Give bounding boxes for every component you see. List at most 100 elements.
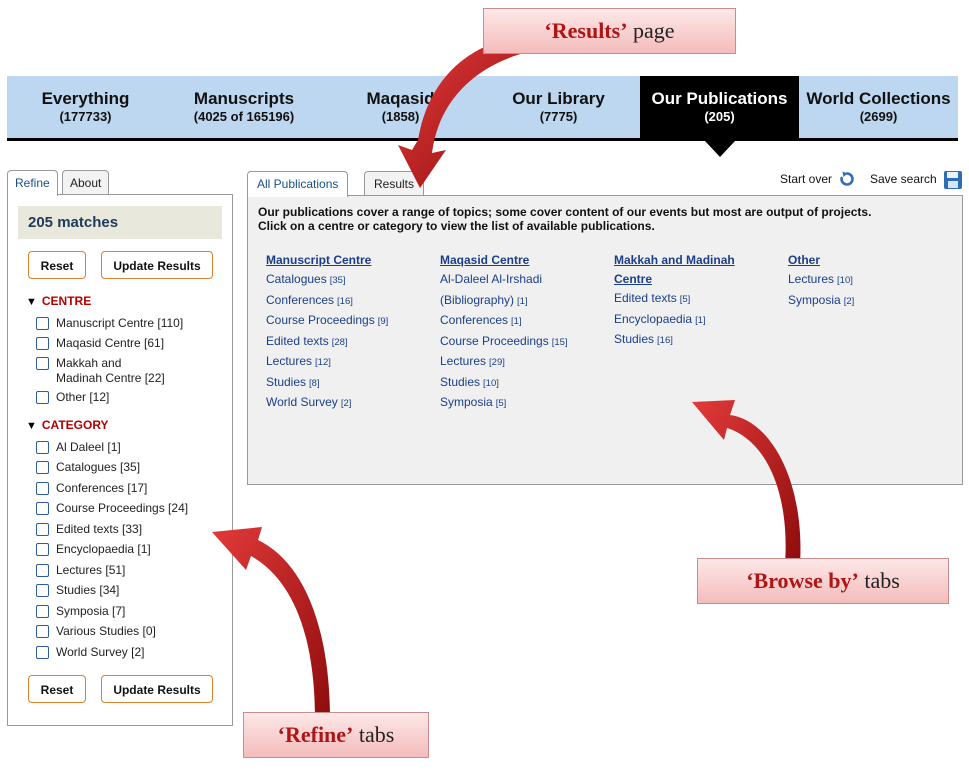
nav-tab-manuscripts[interactable]: Manuscripts (4025 of 165196) <box>164 76 324 138</box>
filter-label: Symposia [7] <box>56 604 126 618</box>
checkbox[interactable] <box>36 584 49 597</box>
nav-tab-our-library[interactable]: Our Library (7775) <box>477 76 640 138</box>
centre-filter[interactable]: Makkah and Madinah Centre [22] <box>36 356 166 386</box>
category-link[interactable]: (Bibliography)[1] <box>440 292 528 307</box>
tab-refine[interactable]: Refine <box>7 170 58 196</box>
start-over-link[interactable]: Start over <box>780 172 833 186</box>
category-filter[interactable]: Encyclopaedia [1] <box>36 542 226 557</box>
category-link[interactable]: Al-Daleel Al-Irshadi <box>440 272 543 286</box>
centre-heading-link[interactable]: Other <box>788 253 821 267</box>
category-filter[interactable]: Conferences [17] <box>36 481 226 496</box>
filter-label: Manuscript Centre [110] <box>56 316 184 330</box>
category-link[interactable]: Lectures[10] <box>788 272 853 286</box>
reset-button[interactable]: Reset <box>28 675 86 703</box>
filter-label: Conferences [17] <box>56 481 148 495</box>
category-link[interactable]: Edited texts[28] <box>266 333 348 348</box>
checkbox[interactable] <box>36 337 49 350</box>
top-navigation: Everything (177733) Manuscripts (4025 of… <box>7 76 958 157</box>
category-filter[interactable]: Catalogues [35] <box>36 460 226 475</box>
category-link[interactable]: Symposia[2] <box>788 292 855 307</box>
category-link[interactable]: Catalogues[35] <box>266 272 346 286</box>
filter-label: Encyclopaedia [1] <box>56 542 151 556</box>
browse-column-other: Other Lectures[10] Symposia[2] <box>788 251 938 311</box>
filter-label: Makkah and Madinah Centre [22] <box>56 356 165 385</box>
refine-panel: 205 matches Reset Update Results ▼ CENTRE… <box>7 194 233 726</box>
update-results-button[interactable]: Update Results <box>101 675 213 703</box>
checkbox[interactable] <box>36 502 49 515</box>
checkbox[interactable] <box>36 357 49 370</box>
nav-tab-count: (7775) <box>539 109 578 124</box>
category-heading-label: CATEGORY <box>41 418 109 432</box>
category-filter[interactable]: Lectures [51] <box>36 563 226 578</box>
category-filter[interactable]: Al Daleel [1] <box>36 440 226 455</box>
nav-tab-our-publications[interactable]: Our Publications (205) <box>640 76 799 157</box>
checkbox[interactable] <box>36 543 49 556</box>
browse-by-tabs-callout: ‘Browse by’ tabs <box>697 558 949 604</box>
checkbox[interactable] <box>36 523 49 536</box>
category-link[interactable]: Edited texts[5] <box>614 291 691 305</box>
category-link[interactable]: Lectures[29] <box>440 354 505 368</box>
category-link[interactable]: Symposia[5] <box>440 395 507 409</box>
reset-button[interactable]: Reset <box>28 251 86 279</box>
intro-line-2: Click on a centre or category to view th… <box>258 219 655 233</box>
category-link[interactable]: Course Proceedings[9] <box>266 313 389 327</box>
category-heading[interactable]: ▼ CATEGORY <box>26 418 109 432</box>
filter-label: Course Proceedings [24] <box>56 501 189 515</box>
refresh-icon[interactable] <box>838 170 856 188</box>
centre-heading-link[interactable]: Makkah and Madinah Centre <box>614 253 735 286</box>
category-filter[interactable]: Various Studies [0] <box>36 624 226 639</box>
nav-tab-title: Everything <box>41 89 130 108</box>
tab-about[interactable]: About <box>62 170 110 195</box>
centre-heading-link[interactable]: Manuscript Centre <box>266 253 372 267</box>
category-link[interactable]: Course Proceedings[15] <box>440 333 568 348</box>
collapse-triangle-icon: ▼ <box>26 296 37 308</box>
nav-tab-everything[interactable]: Everything (177733) <box>7 76 164 138</box>
category-link[interactable]: World Survey[2] <box>266 395 352 409</box>
checkbox[interactable] <box>36 646 49 659</box>
category-link[interactable]: Studies[10] <box>440 374 499 389</box>
category-filter[interactable]: Studies [34] <box>36 583 226 598</box>
category-filter[interactable]: World Survey [2] <box>36 645 226 660</box>
arrow-to-results-tab <box>398 34 548 188</box>
tab-all-publications[interactable]: All Publications <box>247 171 349 197</box>
arrow-to-browse-columns <box>692 400 801 565</box>
checkbox[interactable] <box>36 605 49 618</box>
filter-label: Al Daleel [1] <box>56 440 121 454</box>
category-link[interactable]: Studies[8] <box>266 374 320 389</box>
nav-tab-count: (1858) <box>381 109 420 124</box>
centre-heading[interactable]: ▼ CENTRE <box>26 294 91 308</box>
category-filter[interactable]: Symposia [7] <box>36 604 226 619</box>
centre-heading-link[interactable]: Maqasid Centre <box>440 253 530 267</box>
publications-panel: Our publications cover a range of topics… <box>247 195 963 485</box>
collapse-triangle-icon: ▼ <box>26 420 37 432</box>
category-link[interactable]: Conferences[16] <box>266 292 353 307</box>
centre-heading-label: CENTRE <box>41 294 92 308</box>
checkbox[interactable] <box>36 625 49 638</box>
floppy-disk-icon[interactable] <box>943 170 963 190</box>
save-search-link[interactable]: Save search <box>870 172 937 186</box>
checkbox[interactable] <box>36 317 49 330</box>
matches-count: 205 matches <box>18 206 222 239</box>
nav-tab-title: Maqasid <box>366 89 435 108</box>
category-filter[interactable]: Edited texts [33] <box>36 522 226 537</box>
checkbox[interactable] <box>36 482 49 495</box>
nav-tab-title: Our Publications <box>651 89 788 108</box>
browse-column-manuscript-centre: Manuscript Centre Catalogues[35] Confere… <box>266 251 426 414</box>
nav-tab-maqasid[interactable]: Maqasid (1858) <box>324 76 477 138</box>
results-page-callout: ‘Results’ page <box>483 8 736 54</box>
category-link[interactable]: Studies[16] <box>614 332 673 346</box>
tab-results[interactable]: Results <box>364 171 425 196</box>
checkbox[interactable] <box>36 391 49 404</box>
nav-tab-world-collections[interactable]: World Collections (2699) <box>799 76 958 138</box>
category-link[interactable]: Encyclopaedia[1] <box>614 311 706 326</box>
category-filter[interactable]: Course Proceedings [24] <box>36 501 226 516</box>
centre-filter[interactable]: Manuscript Centre [110] <box>36 316 226 331</box>
update-results-button[interactable]: Update Results <box>101 251 213 279</box>
checkbox[interactable] <box>36 461 49 474</box>
centre-filter[interactable]: Maqasid Centre [61] <box>36 336 226 351</box>
checkbox[interactable] <box>36 564 49 577</box>
checkbox[interactable] <box>36 441 49 454</box>
category-link[interactable]: Lectures[12] <box>266 354 331 368</box>
centre-filter[interactable]: Other [12] <box>36 390 226 405</box>
category-link[interactable]: Conferences[1] <box>440 313 522 327</box>
